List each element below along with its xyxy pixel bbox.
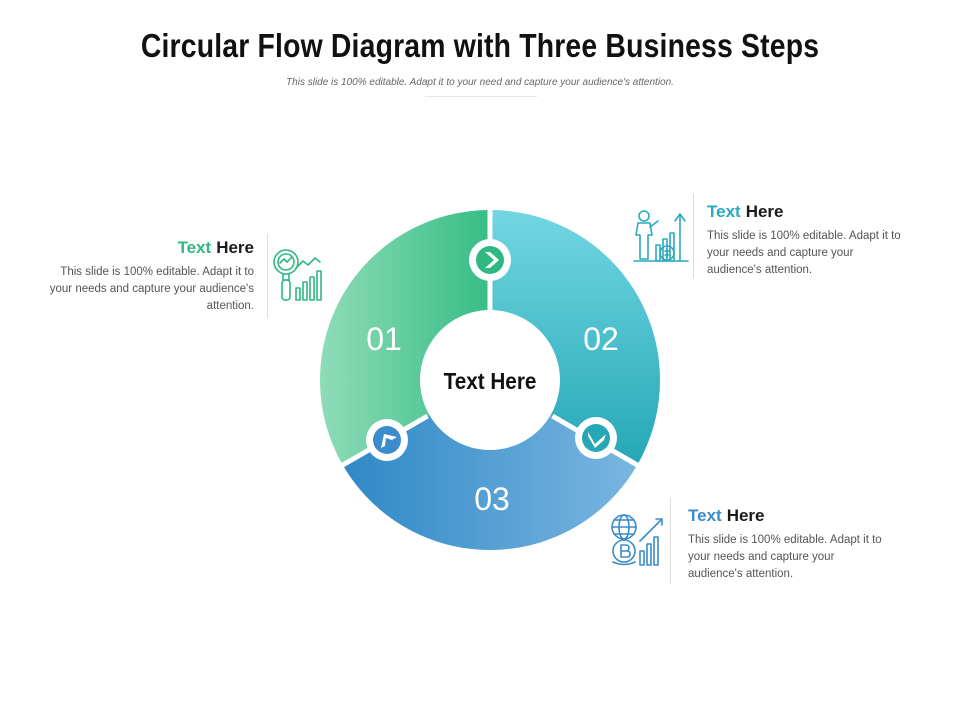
callout-divider-02: [693, 194, 694, 278]
segment-02: [490, 210, 660, 465]
segment-number-03: 03: [474, 481, 510, 517]
magnifier-chart-icon: [273, 249, 322, 301]
chevron-down-left-icon: [575, 417, 617, 459]
slide-subtitle: This slide is 100% editable. Adapt it to…: [286, 77, 674, 88]
callout-divider-03: [670, 498, 671, 584]
callout-description: This slide is 100% editable. Adapt it to…: [49, 266, 254, 312]
chevron-up-left-icon: [366, 419, 408, 461]
chevron-right-icon: [469, 239, 511, 281]
callout-heading-accent: Text: [177, 238, 212, 257]
callout-heading-accent: Text: [688, 506, 722, 525]
callout-heading-rest: Here: [726, 506, 765, 525]
segment-01: [320, 210, 490, 465]
callout-description: This slide is 100% editable. Adapt it to…: [688, 534, 882, 580]
businessman-growth-icon: [633, 210, 689, 262]
callout-heading-accent: Text: [707, 202, 741, 221]
center-circle: [423, 313, 557, 447]
callout-divider-01: [267, 234, 268, 318]
callout-heading-rest: Here: [216, 238, 254, 257]
callout-heading-rest: Here: [745, 202, 784, 221]
globe-bitcoin-growth-icon: [611, 514, 663, 566]
center-label: Text Here: [444, 368, 537, 394]
segment-03: [342, 415, 638, 550]
callout-description: This slide is 100% editable. Adapt it to…: [707, 230, 901, 276]
slide-title: Circular Flow Diagram with Three Busines…: [140, 27, 820, 64]
segment-number-02: 02: [583, 321, 619, 357]
subtitle-divider: [425, 96, 537, 97]
segment-number-01: 01: [366, 321, 402, 357]
